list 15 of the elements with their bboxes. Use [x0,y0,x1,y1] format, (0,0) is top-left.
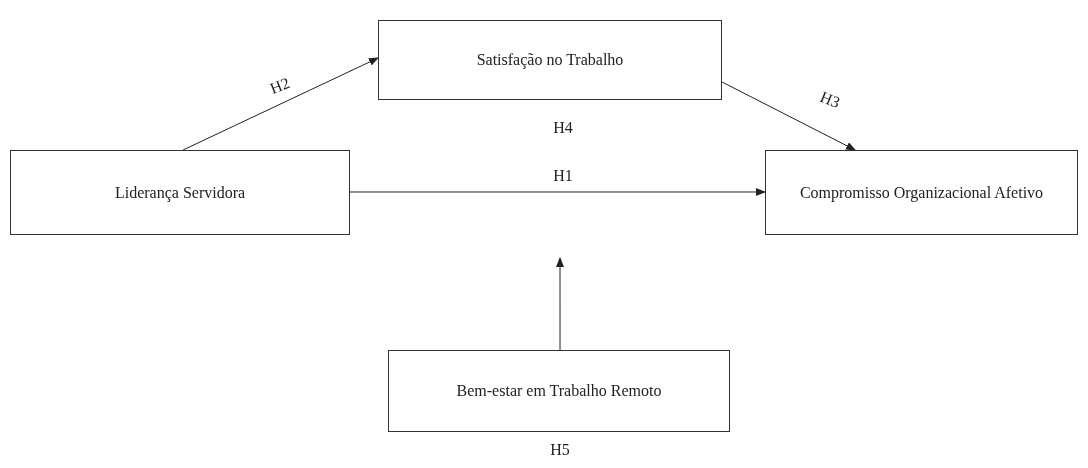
construct-box [378,20,722,100]
hypothesis-label: H4 [553,120,573,136]
hypothesis-label: H5 [550,442,570,458]
construct-box [765,150,1078,235]
construct-name: Compromisso Organizacional Afetivo [799,182,1044,204]
arrow [721,81,857,151]
construct-box [388,350,730,432]
construct-box [10,150,350,235]
construct-name: Bem-estar em Trabalho Remoto [456,381,662,401]
construct-name: Liderança Servidora [114,182,246,204]
arrow [182,57,379,151]
arrow [349,188,766,196]
arrow [556,257,564,351]
edge-label: H1 [551,168,575,184]
construct-name: Satisfação no Trabalho [476,50,624,71]
